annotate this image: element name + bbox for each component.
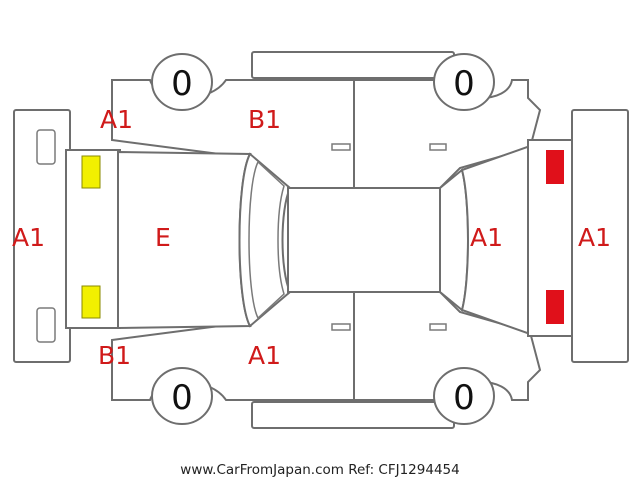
label-front-bumper: A1: [12, 223, 45, 252]
label-right-front-door: A1: [248, 341, 281, 370]
label-left-front-door: B1: [98, 341, 131, 370]
label-bonnet: E: [155, 223, 171, 252]
tire-rear-left: 0: [433, 53, 495, 111]
tire-front-right: 0: [151, 367, 213, 425]
label-rear-bumper: A1: [578, 223, 611, 252]
taillight-lower: [546, 290, 564, 324]
car-body-top-view: [65, 139, 573, 337]
headlight-upper: [81, 155, 101, 189]
taillight-upper: [546, 150, 564, 184]
tire-front-left-value: 0: [171, 64, 193, 104]
tire-rear-right-value: 0: [453, 378, 475, 418]
tire-rear-right: 0: [433, 367, 495, 425]
tire-front-right-value: 0: [171, 378, 193, 418]
tire-rear-left-value: 0: [453, 64, 475, 104]
side-panels-bottom: [111, 291, 542, 429]
headlight-lower: [81, 285, 101, 319]
label-front-right-fender: B1: [248, 105, 281, 134]
footer-reference: www.CarFromJapan.com Ref: CFJ1294454: [180, 462, 459, 478]
label-front-left-fender: A1: [100, 105, 133, 134]
label-tailgate: A1: [470, 223, 503, 252]
tire-front-left: 0: [151, 53, 213, 111]
